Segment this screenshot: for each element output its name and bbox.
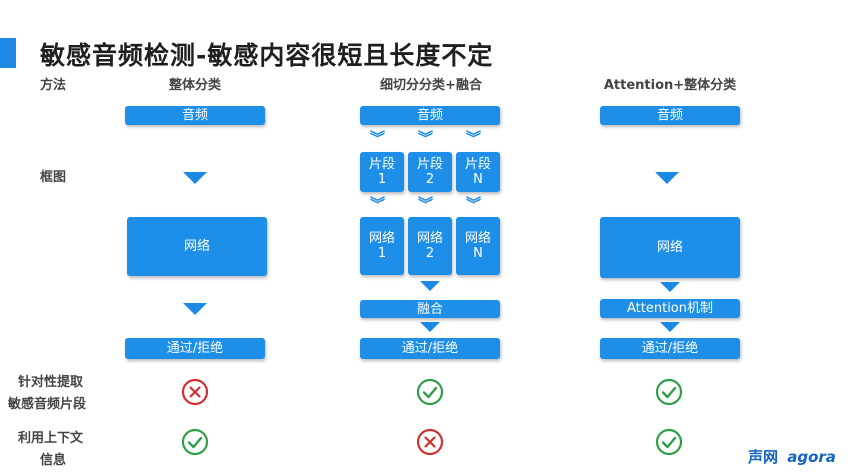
col2-arrow-down-icon bbox=[420, 322, 440, 332]
header-col1: 整体分类 bbox=[168, 78, 221, 93]
col2-chevron-down-icon: ︾ bbox=[418, 195, 433, 213]
col2-input-box: 音频 bbox=[360, 106, 500, 125]
col2-network-box: 网络 N bbox=[456, 217, 500, 275]
check-icon bbox=[181, 428, 209, 456]
row-label-context-1: 利用上下文 bbox=[18, 431, 84, 446]
network-index: 1 bbox=[377, 246, 387, 261]
row-label-targeted-2: 敏感音频片段 bbox=[8, 397, 87, 412]
segment-index: 1 bbox=[377, 172, 387, 187]
col2-chevron-down-icon: ︾ bbox=[370, 129, 385, 147]
header-method: 方法 bbox=[40, 78, 67, 93]
segment-index: 2 bbox=[425, 172, 435, 187]
col2-segment-box: 片段 2 bbox=[408, 152, 452, 192]
col3-input-box: 音频 bbox=[600, 106, 740, 125]
page-title: 敏感音频检测-敏感内容很短且长度不定 bbox=[40, 41, 494, 70]
brand-en: agora bbox=[787, 448, 836, 466]
network-label: 网络 bbox=[464, 231, 491, 246]
header-col2: 细切分分类+融合 bbox=[380, 78, 482, 93]
brand-cn: 声网 bbox=[748, 448, 779, 466]
check-icon bbox=[416, 378, 444, 406]
col2-chevron-down-icon: ︾ bbox=[370, 195, 385, 213]
network-label: 网络 bbox=[416, 231, 443, 246]
col2-segment-box: 片段 1 bbox=[360, 152, 404, 192]
col1-output-box: 通过/拒绝 bbox=[125, 338, 265, 359]
brand-logo: 声网 agora bbox=[748, 446, 836, 467]
cross-icon bbox=[181, 378, 209, 406]
col3-attention-box: Attention机制 bbox=[600, 299, 740, 318]
col1-network-box: 网络 bbox=[127, 217, 267, 276]
network-index: N bbox=[473, 246, 483, 261]
col2-fusion-box: 融合 bbox=[360, 300, 500, 318]
col2-chevron-down-icon: ︾ bbox=[466, 195, 481, 213]
row-label-framework: 框图 bbox=[40, 170, 67, 185]
col3-arrow-down-icon bbox=[655, 172, 679, 184]
col3-network-box: 网络 bbox=[600, 217, 740, 278]
col2-segment-box: 片段 N bbox=[456, 152, 500, 192]
col2-arrow-down-icon bbox=[420, 281, 440, 291]
row-label-context-2: 信息 bbox=[40, 453, 67, 468]
title-accent-bar bbox=[0, 38, 16, 68]
segment-label: 片段 bbox=[416, 157, 443, 172]
col1-arrow-down-icon bbox=[183, 303, 207, 315]
check-icon bbox=[655, 428, 683, 456]
col2-network-box: 网络 1 bbox=[360, 217, 404, 275]
col2-chevron-down-icon: ︾ bbox=[466, 129, 481, 147]
col3-arrow-down-icon bbox=[660, 282, 680, 292]
header-col3: Attention+整体分类 bbox=[603, 78, 737, 93]
col2-chevron-down-icon: ︾ bbox=[418, 129, 433, 147]
network-index: 2 bbox=[425, 246, 435, 261]
segment-label: 片段 bbox=[368, 157, 395, 172]
col2-network-box: 网络 2 bbox=[408, 217, 452, 275]
row-label-targeted-1: 针对性提取 bbox=[18, 375, 84, 390]
segment-label: 片段 bbox=[464, 157, 491, 172]
network-label: 网络 bbox=[368, 231, 395, 246]
col3-arrow-down-icon bbox=[660, 322, 680, 332]
col3-output-box: 通过/拒绝 bbox=[600, 338, 740, 359]
cross-icon bbox=[416, 428, 444, 456]
col1-input-box: 音频 bbox=[125, 106, 265, 125]
check-icon bbox=[655, 378, 683, 406]
segment-index: N bbox=[473, 172, 483, 187]
col1-arrow-down-icon bbox=[183, 172, 207, 184]
col2-output-box: 通过/拒绝 bbox=[360, 338, 500, 359]
